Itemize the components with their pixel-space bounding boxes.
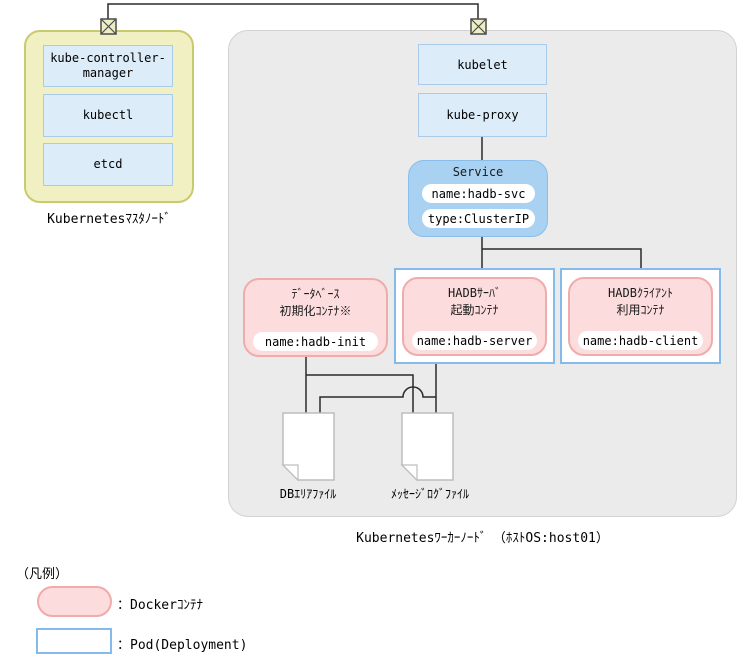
service-pod2-line	[482, 248, 642, 270]
hadb-server-name-pill: name:hadb-server	[412, 331, 537, 350]
hadb-server-title: HADBｻｰﾊﾞ 起動ｺﾝﾃﾅ	[404, 285, 545, 319]
db-area-file-icon	[281, 412, 335, 482]
master-node-label: Kubernetesﾏｽﾀﾉｰﾄﾞ	[47, 212, 171, 227]
hadb-init-title: ﾃﾞｰﾀﾍﾞｰｽ 初期化ｺﾝﾃﾅ※	[245, 286, 386, 320]
hadb-client-container: HADBｸﾗｲｱﾝﾄ 利用ｺﾝﾃﾅ name:hadb-client	[568, 277, 713, 356]
service-type-pill: type:ClusterIP	[422, 209, 535, 228]
hadb-server-container: HADBｻｰﾊﾞ 起動ｺﾝﾃﾅ name:hadb-server	[402, 277, 547, 356]
service-title: Service	[452, 165, 504, 179]
service-box: Service name:hadb-svc type:ClusterIP	[408, 160, 548, 237]
kube-controller-manager-box: kube-controller-manager	[43, 45, 173, 87]
master-node-box: kube-controller-manager kubectl etcd	[24, 30, 194, 203]
etcd-box: etcd	[43, 143, 173, 186]
hadb-init-title-line1: ﾃﾞｰﾀﾍﾞｰｽ	[291, 287, 340, 301]
master-network-connector-icon	[100, 18, 117, 35]
message-log-file-icon	[400, 412, 454, 482]
hadb-init-title-line2: 初期化ｺﾝﾃﾅ※	[279, 304, 352, 318]
master-worker-link-line	[107, 3, 479, 20]
init-logfile-line	[306, 374, 414, 414]
message-log-file-label: ﾒｯｾｰｼﾞﾛｸﾞﾌｧｲﾙ	[390, 487, 469, 501]
etcd-label: etcd	[93, 157, 123, 171]
kube-proxy-box: kube-proxy	[418, 93, 547, 137]
legend-docker-swatch	[37, 586, 112, 617]
hadb-server-title-line1: HADBｻｰﾊﾞ	[448, 286, 501, 300]
kubelet-label: kubelet	[457, 57, 508, 72]
kubelet-box: kubelet	[418, 44, 547, 85]
hadb-init-container: ﾃﾞｰﾀﾍﾞｰｽ 初期化ｺﾝﾃﾅ※ name:hadb-init	[243, 278, 388, 357]
worker-network-connector-icon	[470, 18, 487, 35]
hadb-client-name-pill: name:hadb-client	[578, 331, 703, 350]
kube-controller-manager-label: kube-controller-manager	[50, 51, 166, 80]
legend-pod-label: ：Pod(Deployment)	[117, 638, 248, 653]
legend-docker-label: ：Dockerｺﾝﾃﾅ	[117, 598, 203, 613]
hadb-client-title: HADBｸﾗｲｱﾝﾄ 利用ｺﾝﾃﾅ	[570, 285, 711, 319]
hadb-client-title-line1: HADBｸﾗｲｱﾝﾄ	[608, 286, 673, 300]
legend-title: （凡例）	[16, 567, 69, 582]
kube-proxy-label: kube-proxy	[446, 108, 519, 122]
server-dbfile-line-with-jump	[319, 386, 436, 414]
kubectl-label: kubectl	[82, 108, 134, 122]
kubectl-box: kubectl	[43, 94, 173, 137]
service-name-pill: name:hadb-svc	[422, 184, 535, 203]
legend-pod-swatch	[36, 628, 112, 654]
hadb-init-name-pill: name:hadb-init	[253, 332, 378, 351]
hadb-client-pod: HADBｸﾗｲｱﾝﾄ 利用ｺﾝﾃﾅ name:hadb-client	[560, 268, 721, 364]
db-area-file-label: DBｴﾘｱﾌｧｲﾙ	[279, 487, 337, 501]
hadb-client-title-line2: 利用ｺﾝﾃﾅ	[616, 303, 665, 317]
worker-node-label: Kubernetesﾜｰｶｰﾉｰﾄﾞ （ﾎｽﾄOS:host01）	[356, 531, 609, 546]
hadb-server-pod: HADBｻｰﾊﾞ 起動ｺﾝﾃﾅ name:hadb-server	[394, 268, 555, 364]
hadb-server-title-line2: 起動ｺﾝﾃﾅ	[450, 303, 499, 317]
